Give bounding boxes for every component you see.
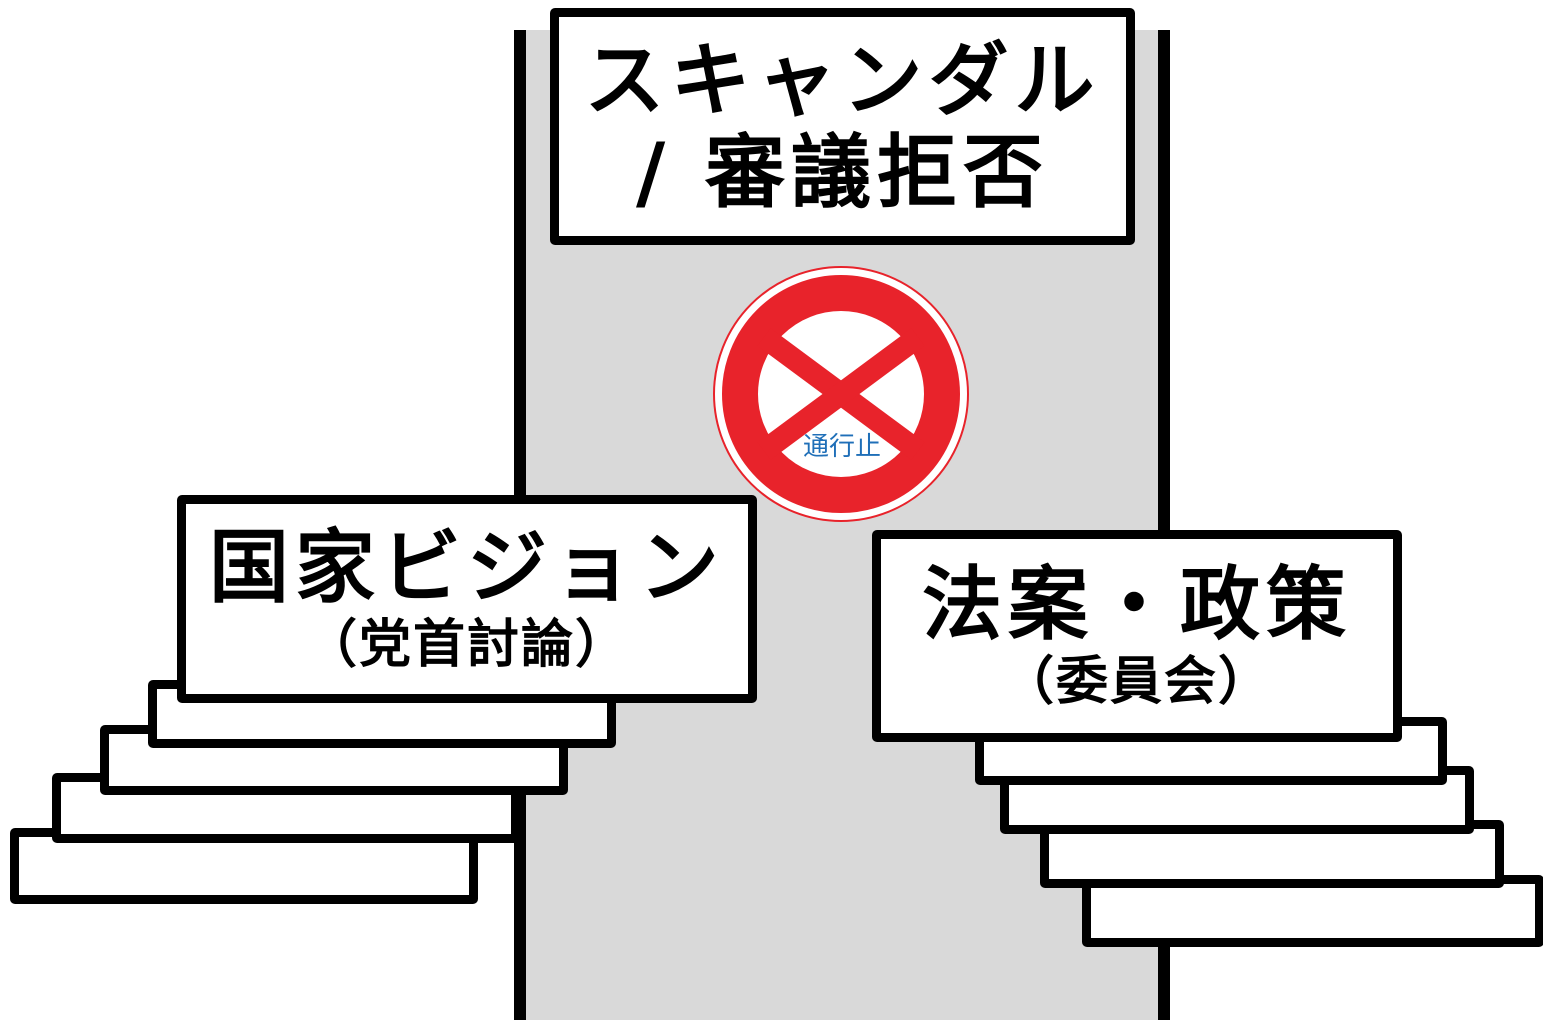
committee-subtitle: （委員会） [1001, 652, 1272, 712]
no-passage-label: 通行止 [802, 432, 881, 462]
deliberation-refusal-title: / 審議拒否 [635, 125, 1050, 219]
bills-policy-box: 法案・政策 （委員会） [872, 530, 1402, 742]
no-passage-sign-icon [712, 265, 970, 523]
scandal-title: スキャンダル [584, 33, 1101, 127]
national-vision-title: 国家ビジョン [209, 521, 725, 614]
national-vision-box: 国家ビジョン （党首討論） [177, 495, 757, 703]
party-leader-debate-subtitle: （党首討論） [304, 615, 629, 675]
bills-policy-title: 法案・政策 [922, 558, 1352, 651]
scandal-box: スキャンダル / 審議拒否 [550, 8, 1135, 245]
